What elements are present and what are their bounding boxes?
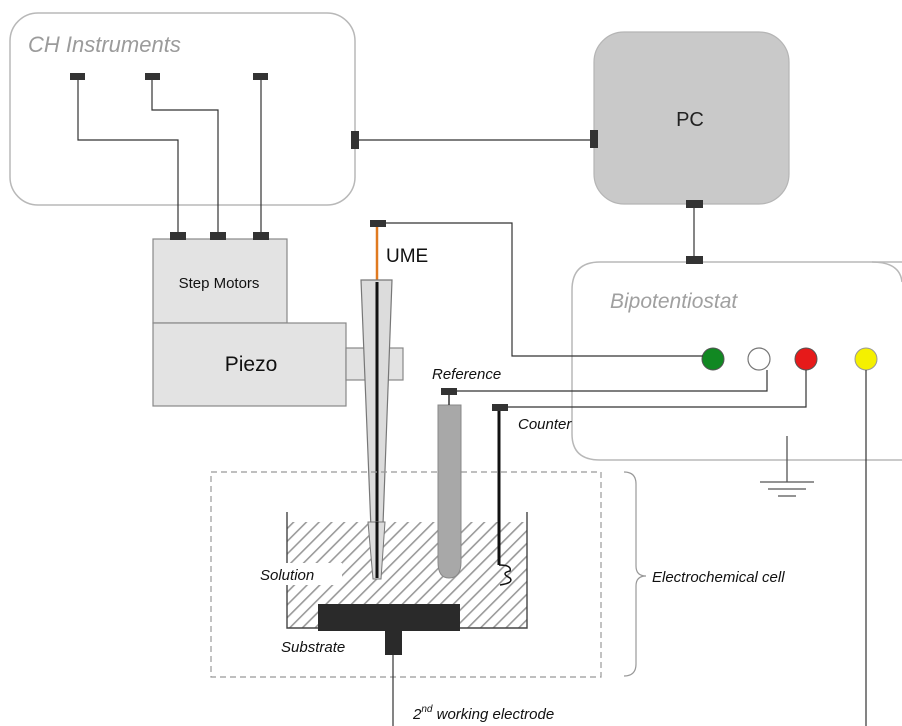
motor-connector-3 <box>253 232 269 240</box>
ch-motor-wires <box>77 80 262 232</box>
ch-pc-connector <box>351 131 359 149</box>
reference-cable <box>457 370 768 392</box>
counter-coil <box>498 564 512 586</box>
terminal-yellow[interactable] <box>854 347 878 371</box>
reference-connector <box>441 388 457 395</box>
ume-label: UME <box>386 246 428 267</box>
ch-connector-3 <box>253 73 268 80</box>
ch-instruments-label: CH Instruments <box>28 32 181 57</box>
step-motors-label: Step Motors <box>179 275 260 292</box>
pc-left-connector <box>590 130 598 148</box>
solution-label: Solution <box>260 567 314 584</box>
terminal-green[interactable] <box>701 347 725 371</box>
ch-connector-2 <box>145 73 160 80</box>
counter-connector <box>492 404 508 411</box>
bipot-top-connector <box>686 256 703 264</box>
ch-instruments-box <box>9 12 356 206</box>
second-working-electrode-label: 2nd working electrode <box>412 704 554 723</box>
ume-connector <box>370 220 386 227</box>
cell-bracket <box>623 471 647 677</box>
counter-cable <box>508 370 807 408</box>
motor-connector-1 <box>170 232 186 240</box>
substrate <box>318 604 460 631</box>
counter-label: Counter <box>518 416 572 433</box>
ch-connector-1 <box>70 73 85 80</box>
ground-icon <box>760 436 814 497</box>
terminal-red[interactable] <box>794 347 818 371</box>
bipotentiostat-box <box>571 261 902 461</box>
ume-cable <box>386 222 703 357</box>
motor-connector-2 <box>210 232 226 240</box>
piezo-label: Piezo <box>225 353 278 376</box>
terminal-white[interactable] <box>747 347 771 371</box>
piezo-box <box>152 322 347 407</box>
bipotentiostat-label: Bipotentiostat <box>610 290 738 313</box>
electrochemical-cell-label: Electrochemical cell <box>652 569 785 586</box>
cell-boundary <box>210 471 602 678</box>
reference-label: Reference <box>432 366 501 383</box>
reference-electrode <box>437 404 462 579</box>
substrate-stem <box>385 631 402 655</box>
pc-label: PC <box>676 109 704 131</box>
substrate-label: Substrate <box>281 639 345 656</box>
pc-bottom-connector <box>686 200 703 208</box>
